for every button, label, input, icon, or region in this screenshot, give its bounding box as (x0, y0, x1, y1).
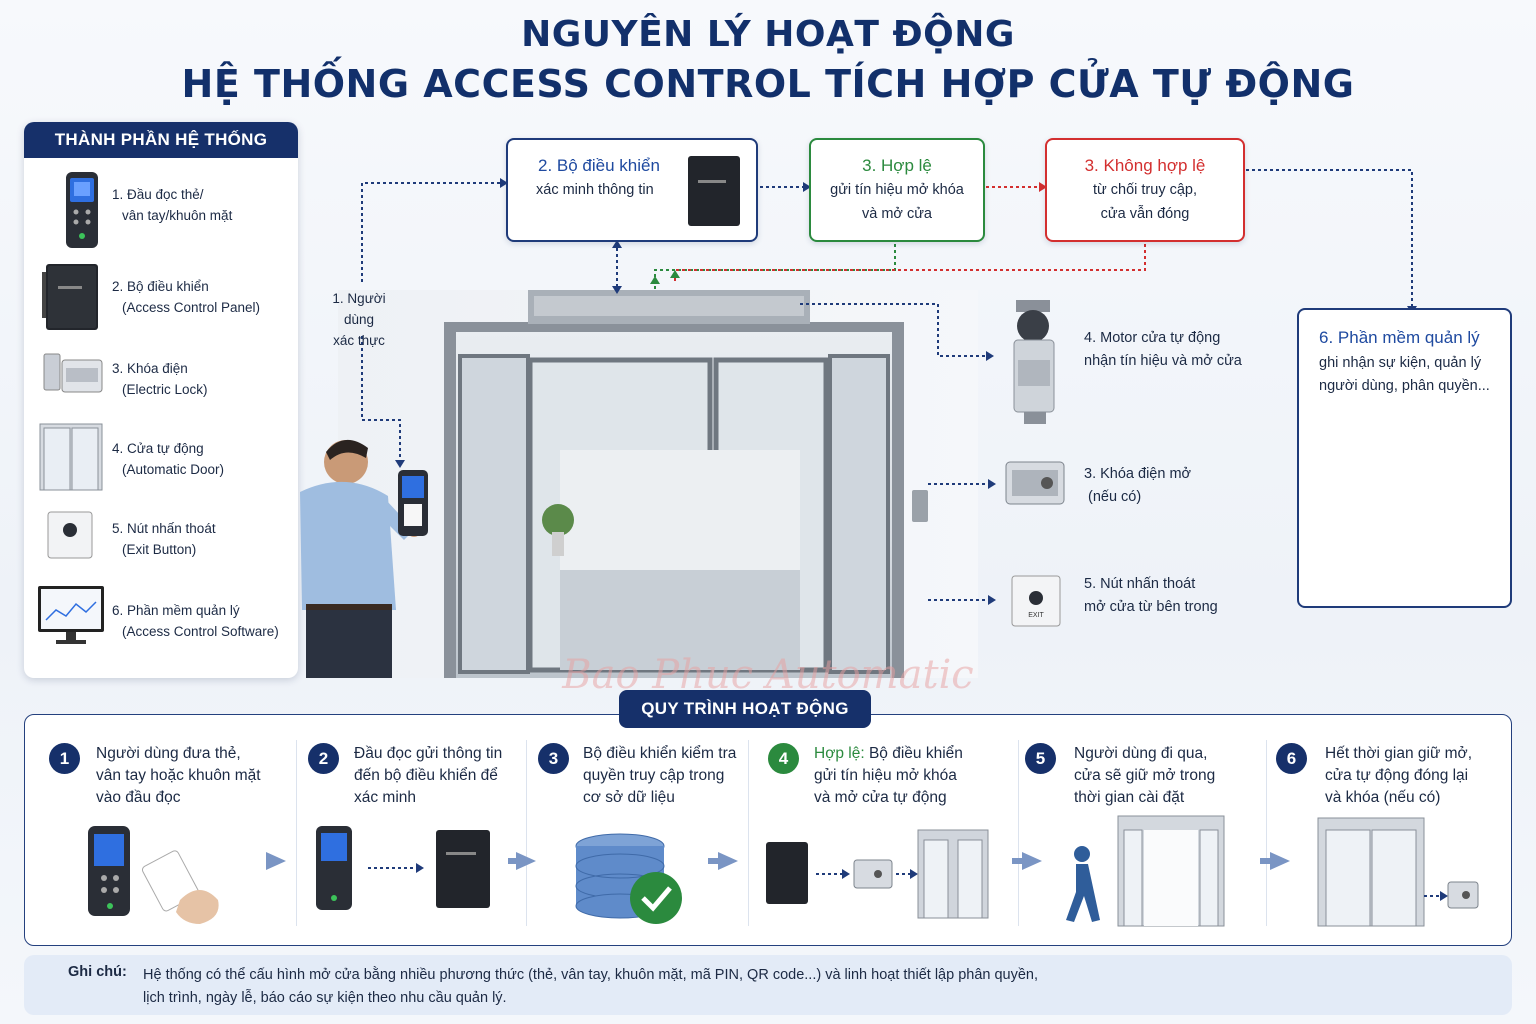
automatic-door-icon (917, 829, 989, 919)
component-label: 4. Cửa tự động (112, 441, 204, 456)
component-item-reader: 1. Đầu đọc thẻ/ vân tay/khuôn mặt (24, 166, 298, 248)
note-text: Hệ thống có thể cấu hình mở cửa bằng nhi… (143, 967, 1039, 1006)
exit-button-icon-right: EXIT (1011, 575, 1061, 627)
component-item-door: 4. Cửa tự động (Automatic Door) (24, 420, 298, 500)
electric-lock-icon (1447, 881, 1479, 909)
component-item-lock: 3. Khóa điện (Electric Lock) (24, 340, 298, 420)
flow-controller-sub: xác minh thông tin (536, 182, 654, 198)
lock-label: 3. Khóa điện mở (nếu có) (1084, 466, 1192, 505)
step-1-text: Người dùng đưa thẻ, vân tay hoặc khuôn m… (96, 745, 261, 806)
note-bar: Ghi chú: Hệ thống có thể cấu hình mở cửa… (24, 955, 1512, 1015)
exit-label: 5. Nút nhấn thoát mở cửa từ bên trong (1084, 576, 1218, 615)
component-sublabel: vân tay/khuôn mặt (122, 208, 233, 223)
component-sublabel: (Exit Button) (122, 542, 197, 557)
step-4-text: Hợp lệ: Bộ điều khiển gửi tín hiệu mở kh… (814, 745, 963, 806)
component-item-controller: 2. Bộ điều khiển (Access Control Panel) (24, 258, 298, 338)
flow-invalid-sub1: từ chối truy cập, (1093, 182, 1197, 198)
user-auth-label: 1. Người dùng xác thực (332, 291, 386, 348)
component-label: 5. Nút nhấn thoát (112, 521, 216, 536)
card-reader-icon (88, 826, 130, 916)
controller-icon (766, 842, 808, 904)
component-sublabel: (Automatic Door) (122, 462, 225, 477)
controller-icon (688, 156, 740, 226)
component-sublabel: (Access Control Panel) (122, 300, 261, 315)
controller-icon (436, 830, 490, 908)
software-monitor-icon (38, 586, 104, 644)
motor-label: 4. Motor cửa tự động nhận tín hiệu và mở… (1084, 330, 1242, 369)
step-2-text: Đầu đọc gửi thông tin đến bộ điều khiển … (354, 745, 503, 806)
automatic-door-closed-icon (1317, 817, 1425, 927)
component-sublabel: (Electric Lock) (122, 382, 208, 397)
step-5-text: Người dùng đi qua, cửa sẽ giữ mở trong t… (1074, 745, 1216, 806)
card-reader-icon (66, 172, 98, 248)
component-label: 1. Đầu đọc thẻ/ (112, 187, 204, 202)
step-number: 1 (49, 743, 80, 774)
flow-controller-title: 2. Bộ điều khiển (538, 156, 660, 175)
flow-controller-box: 2. Bộ điều khiển xác minh thông tin (506, 138, 758, 242)
step-number: 5 (1025, 743, 1056, 774)
component-label: 6. Phần mềm quản lý (112, 603, 240, 618)
step-3-text: Bộ điều khiển kiểm tra quyền truy cập tr… (583, 745, 737, 806)
component-item-software: 6. Phần mềm quản lý (Access Control Soft… (24, 582, 298, 662)
electric-lock-icon-right (1005, 461, 1065, 505)
software-desc: ghi nhận sự kiện, quản lý người dùng, ph… (1319, 355, 1490, 394)
flow-valid-title: 3. Hợp lệ (862, 156, 932, 175)
card-hand-icon (141, 850, 219, 924)
component-label: 2. Bộ điều khiển (112, 279, 209, 294)
walking-person-icon (1066, 846, 1100, 922)
motor-icon (1013, 300, 1055, 424)
software-box: 6. Phần mềm quản lý ghi nhận sự kiện, qu… (1297, 308, 1512, 608)
flow-valid-box: 3. Hợp lệ gửi tín hiệu mở khóa và mở cửa (809, 138, 985, 242)
flow-invalid-box: 3. Không hợp lệ từ chối truy cập, cửa vẫ… (1045, 138, 1245, 242)
flow-invalid-title: 3. Không hợp lệ (1084, 156, 1206, 175)
note-label: Ghi chú: (68, 964, 127, 980)
automatic-door-icon (39, 423, 103, 491)
component-label: 3. Khóa điện (112, 361, 188, 376)
step-number: 2 (308, 743, 339, 774)
step-number: 3 (538, 743, 569, 774)
step-6-text: Hết thời gian giữ mở, cửa tự động đóng l… (1325, 745, 1473, 806)
flow-valid-sub2: và mở cửa (862, 206, 932, 222)
title-line-2: HỆ THỐNG ACCESS CONTROL TÍCH HỢP CỬA TỰ … (181, 62, 1355, 106)
components-header: THÀNH PHẦN HỆ THỐNG (24, 122, 298, 158)
step-number: 4 (768, 743, 799, 774)
component-sublabel: (Access Control Software) (122, 624, 279, 639)
person-illustration (300, 439, 421, 678)
exit-button-text: EXIT (1028, 612, 1044, 619)
electric-lock-icon (43, 353, 103, 393)
card-reader-icon (316, 826, 352, 910)
electric-lock-icon (853, 859, 893, 889)
controller-icon (42, 264, 98, 330)
title-line-1: NGUYÊN LÝ HOẠT ĐỘNG (521, 14, 1015, 55)
components-panel: THÀNH PHẦN HỆ THỐNG 1. Đầu đọc thẻ/ vân … (24, 122, 298, 678)
flow-valid-sub1: gửi tín hiệu mở khóa (830, 182, 964, 198)
automatic-door-open-icon (1117, 815, 1225, 927)
check-icon (630, 872, 682, 924)
step-number: 6 (1276, 743, 1307, 774)
flow-invalid-sub2: cửa vẫn đóng (1100, 206, 1190, 222)
software-title: 6. Phần mềm quản lý (1319, 328, 1480, 347)
exit-button-icon (47, 511, 93, 559)
component-item-exit: 5. Nút nhấn thoát (Exit Button) (24, 500, 298, 580)
process-header: QUY TRÌNH HOẠT ĐỘNG (619, 690, 871, 728)
